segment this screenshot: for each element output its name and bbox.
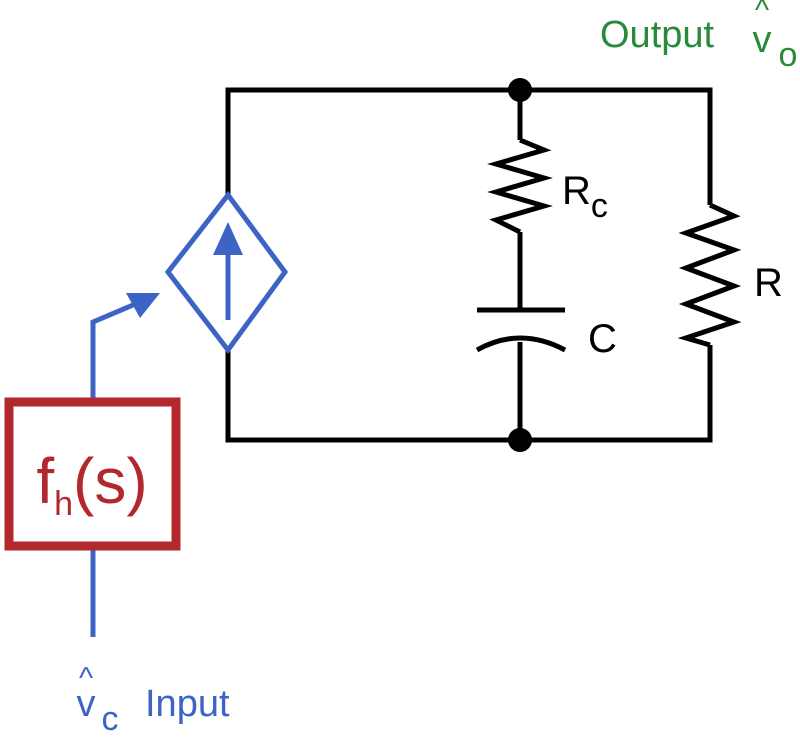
transfer-function-label: fh(s)	[36, 445, 147, 523]
input-text: Input	[145, 683, 230, 725]
output-label: Output ^ v o	[600, 0, 797, 74]
wire-bottom-right	[520, 345, 713, 443]
control-path	[90, 299, 141, 637]
resistor-label: R	[754, 261, 783, 305]
transfer-function-name: f	[36, 445, 54, 517]
rc-resistor	[487, 137, 553, 235]
wire-top-left	[225, 87, 520, 195]
rc-subscript: c	[591, 187, 608, 225]
wire-bottom-left	[225, 350, 520, 443]
up-arrow-icon	[213, 222, 243, 255]
output-symbol: v	[753, 19, 772, 61]
capacitor-curved-plate	[475, 335, 567, 353]
rc-symbol: R	[562, 169, 591, 213]
r-resistor	[677, 202, 742, 348]
capacitor-label: C	[588, 317, 617, 361]
circuit-wiring	[225, 87, 713, 443]
output-text: Output	[600, 14, 715, 56]
dependent-current-source	[164, 190, 289, 355]
input-symbol: v	[77, 683, 96, 725]
junction-top	[508, 78, 532, 102]
transfer-function-argument: (s)	[73, 445, 148, 517]
wire-top-right	[520, 87, 713, 205]
capacitor	[475, 307, 567, 353]
input-hat: ^	[79, 662, 93, 695]
transfer-function-subscript: h	[54, 485, 73, 523]
output-hat: ^	[755, 0, 769, 27]
transfer-function-block	[4, 397, 181, 551]
output-subscript: o	[779, 36, 798, 74]
rc-label: Rc	[562, 169, 608, 225]
junction-bottom	[508, 428, 532, 452]
control-arrow-icon	[126, 293, 160, 318]
input-subscript: c	[102, 700, 119, 738]
input-label: ^ v c Input	[77, 662, 230, 738]
control-wire	[90, 299, 141, 400]
